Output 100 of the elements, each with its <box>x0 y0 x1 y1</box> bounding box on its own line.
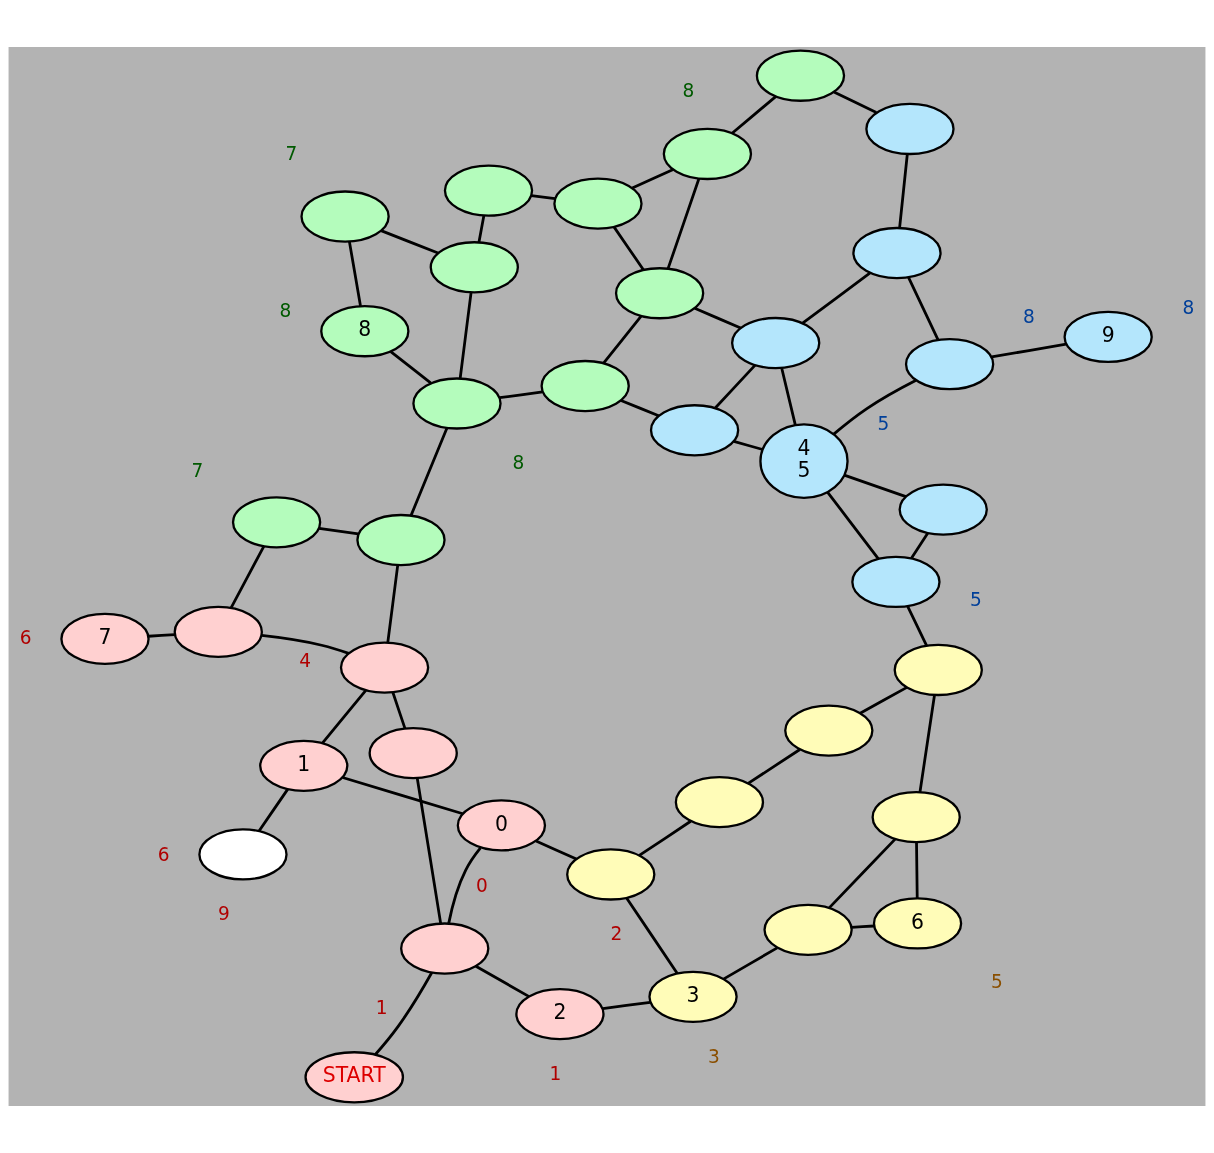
node-ellipse <box>851 555 941 609</box>
label: 9 <box>218 903 230 925</box>
connector <box>747 748 801 785</box>
label: 1 <box>549 1063 562 1085</box>
connector <box>906 605 928 647</box>
node-ellipse <box>339 641 430 694</box>
label: 5 <box>969 589 982 610</box>
connector <box>898 153 909 229</box>
connector <box>828 838 897 909</box>
connector <box>602 1001 651 1010</box>
connector <box>318 527 359 536</box>
connector <box>859 686 908 715</box>
connector <box>723 946 778 981</box>
connector <box>907 276 940 341</box>
node-ellipse <box>540 359 630 413</box>
node-ellipse <box>662 127 753 181</box>
connector <box>620 399 660 418</box>
node-ellipse <box>731 316 821 370</box>
label: 1 <box>375 997 388 1019</box>
node-ellipse <box>566 848 656 901</box>
node-ellipse: 2 <box>515 987 605 1041</box>
label: 5 <box>877 413 890 435</box>
label: 5 <box>990 971 1003 993</box>
label: 3 <box>707 1045 720 1067</box>
connector <box>801 271 871 325</box>
node-ellipse: 4 5 <box>759 423 849 500</box>
node-ellipse <box>368 726 458 780</box>
node-ellipse <box>755 49 846 102</box>
label: 8 <box>512 452 525 474</box>
node-ellipse: 8 <box>320 305 410 358</box>
connector <box>780 367 797 426</box>
connector <box>389 350 432 385</box>
connector <box>477 215 486 243</box>
connector <box>851 924 875 929</box>
connector <box>391 691 407 729</box>
connector <box>613 226 645 271</box>
connector <box>380 229 439 255</box>
connector <box>229 545 266 609</box>
connector <box>409 427 449 517</box>
node-ellipse <box>865 102 955 156</box>
label: 8 <box>1022 305 1035 327</box>
node-ellipse <box>443 164 534 217</box>
connector <box>694 307 742 330</box>
connector <box>733 440 763 451</box>
connector <box>918 694 936 793</box>
connector <box>261 634 350 655</box>
connector <box>625 897 679 974</box>
connector <box>535 839 577 861</box>
node-ellipse <box>852 226 942 280</box>
node-ellipse <box>356 513 446 567</box>
connector <box>386 565 400 643</box>
label: 2 <box>610 923 623 945</box>
node-ellipse: START <box>304 1051 405 1104</box>
node-ellipse: 6 <box>872 897 963 950</box>
label: 6 <box>19 627 32 649</box>
node-ellipse: 9 <box>1063 310 1153 364</box>
connector <box>843 473 907 498</box>
label: 4 <box>299 649 312 671</box>
label: 7 <box>191 460 204 481</box>
connector <box>447 847 482 924</box>
node-ellipse <box>429 241 519 294</box>
node-ellipse <box>904 338 995 391</box>
connector <box>833 90 877 114</box>
label: 6 <box>157 844 170 866</box>
connector <box>638 820 692 857</box>
node-ellipse <box>893 643 983 697</box>
node-ellipse <box>898 483 988 536</box>
connector <box>458 292 473 379</box>
node-ellipse <box>784 704 874 757</box>
connector <box>826 491 880 560</box>
connector <box>910 532 930 560</box>
connector <box>148 633 175 638</box>
connector <box>531 194 556 200</box>
node-ellipse <box>649 404 740 457</box>
connector <box>257 788 289 832</box>
node-ellipse <box>412 377 502 430</box>
label: 8 <box>682 80 695 102</box>
node-ellipse: 3 <box>648 970 738 1023</box>
node-ellipse <box>198 828 288 881</box>
connector <box>342 776 464 816</box>
node-ellipse <box>173 605 263 659</box>
connector <box>915 842 919 899</box>
node-ellipse <box>674 775 765 829</box>
node-ellipse: 1 <box>259 739 349 792</box>
label: 7 <box>285 142 298 164</box>
connector <box>631 168 674 190</box>
connector <box>499 390 543 400</box>
connector <box>475 965 530 998</box>
connector <box>415 777 443 924</box>
node-ellipse: 0 <box>456 799 547 852</box>
connector <box>374 971 434 1056</box>
node-ellipse <box>614 267 705 320</box>
node-ellipse <box>871 790 961 844</box>
connector <box>666 178 701 270</box>
connector <box>602 315 643 364</box>
label: 0 <box>476 874 488 896</box>
connector <box>321 689 367 745</box>
node-ellipse: 7 <box>60 612 150 666</box>
connector <box>731 95 777 135</box>
node-ellipse <box>553 177 643 230</box>
